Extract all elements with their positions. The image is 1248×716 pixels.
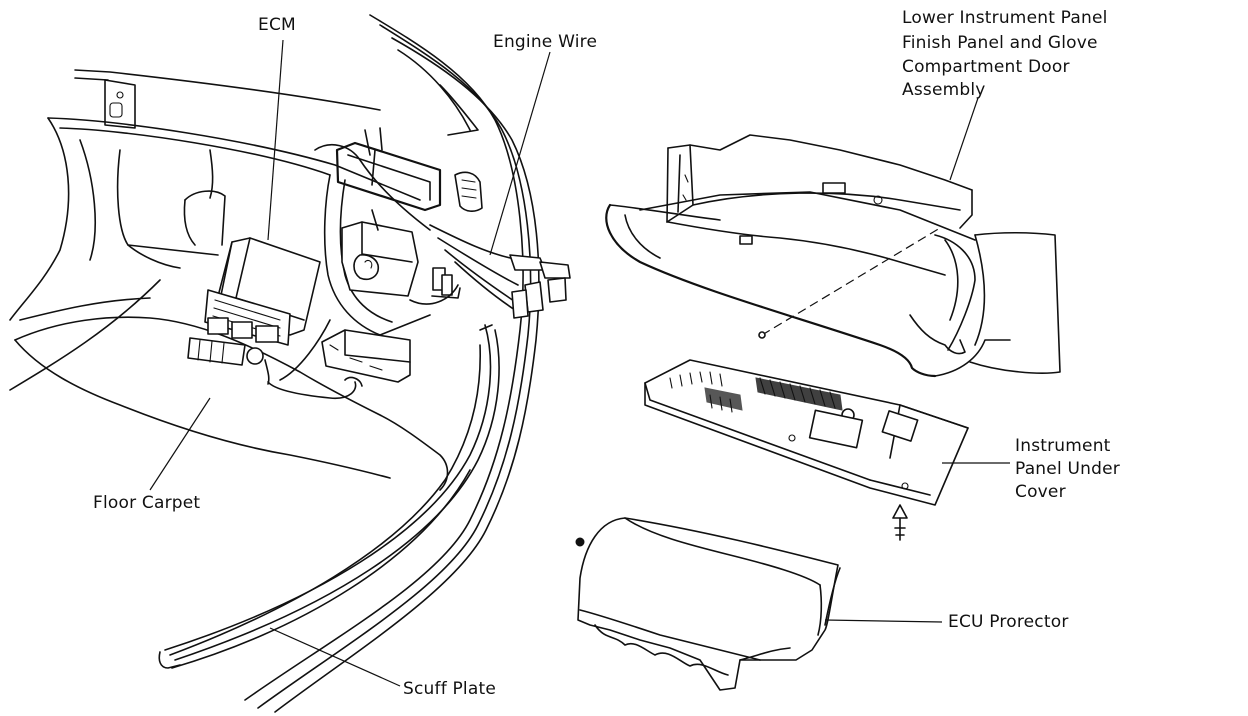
engine-wire-label: Engine Wire xyxy=(493,32,598,52)
leader-lines xyxy=(149,39,1010,687)
glove-box-label-line-2: Finish Panel and Glove xyxy=(902,33,1098,53)
scuff-plate xyxy=(158,324,500,669)
glove-box-label-line-1: Lower Instrument Panel xyxy=(902,8,1108,28)
ecu-protector-label: ECU Prorector xyxy=(948,612,1069,632)
under-cover-label-line-3: Cover xyxy=(1015,482,1066,502)
instrument-panel-under-cover xyxy=(644,359,969,541)
ecu-protector xyxy=(575,517,841,691)
glove-compartment-assembly xyxy=(605,134,1061,378)
glove-box-label-line-4: Assembly xyxy=(902,80,986,100)
door-pillar xyxy=(244,14,571,713)
under-cover-label-line-1: Instrument xyxy=(1015,436,1111,456)
ecm-label: ECM xyxy=(258,15,296,35)
glove-box-label-line-3: Compartment Door xyxy=(902,57,1070,77)
scuff-plate-label: Scuff Plate xyxy=(403,679,497,699)
dashboard-drawing xyxy=(9,69,483,491)
under-cover-label-line-2: Panel Under xyxy=(1015,459,1120,479)
ecm-module xyxy=(187,237,321,385)
floor-carpet-label: Floor Carpet xyxy=(93,493,201,513)
